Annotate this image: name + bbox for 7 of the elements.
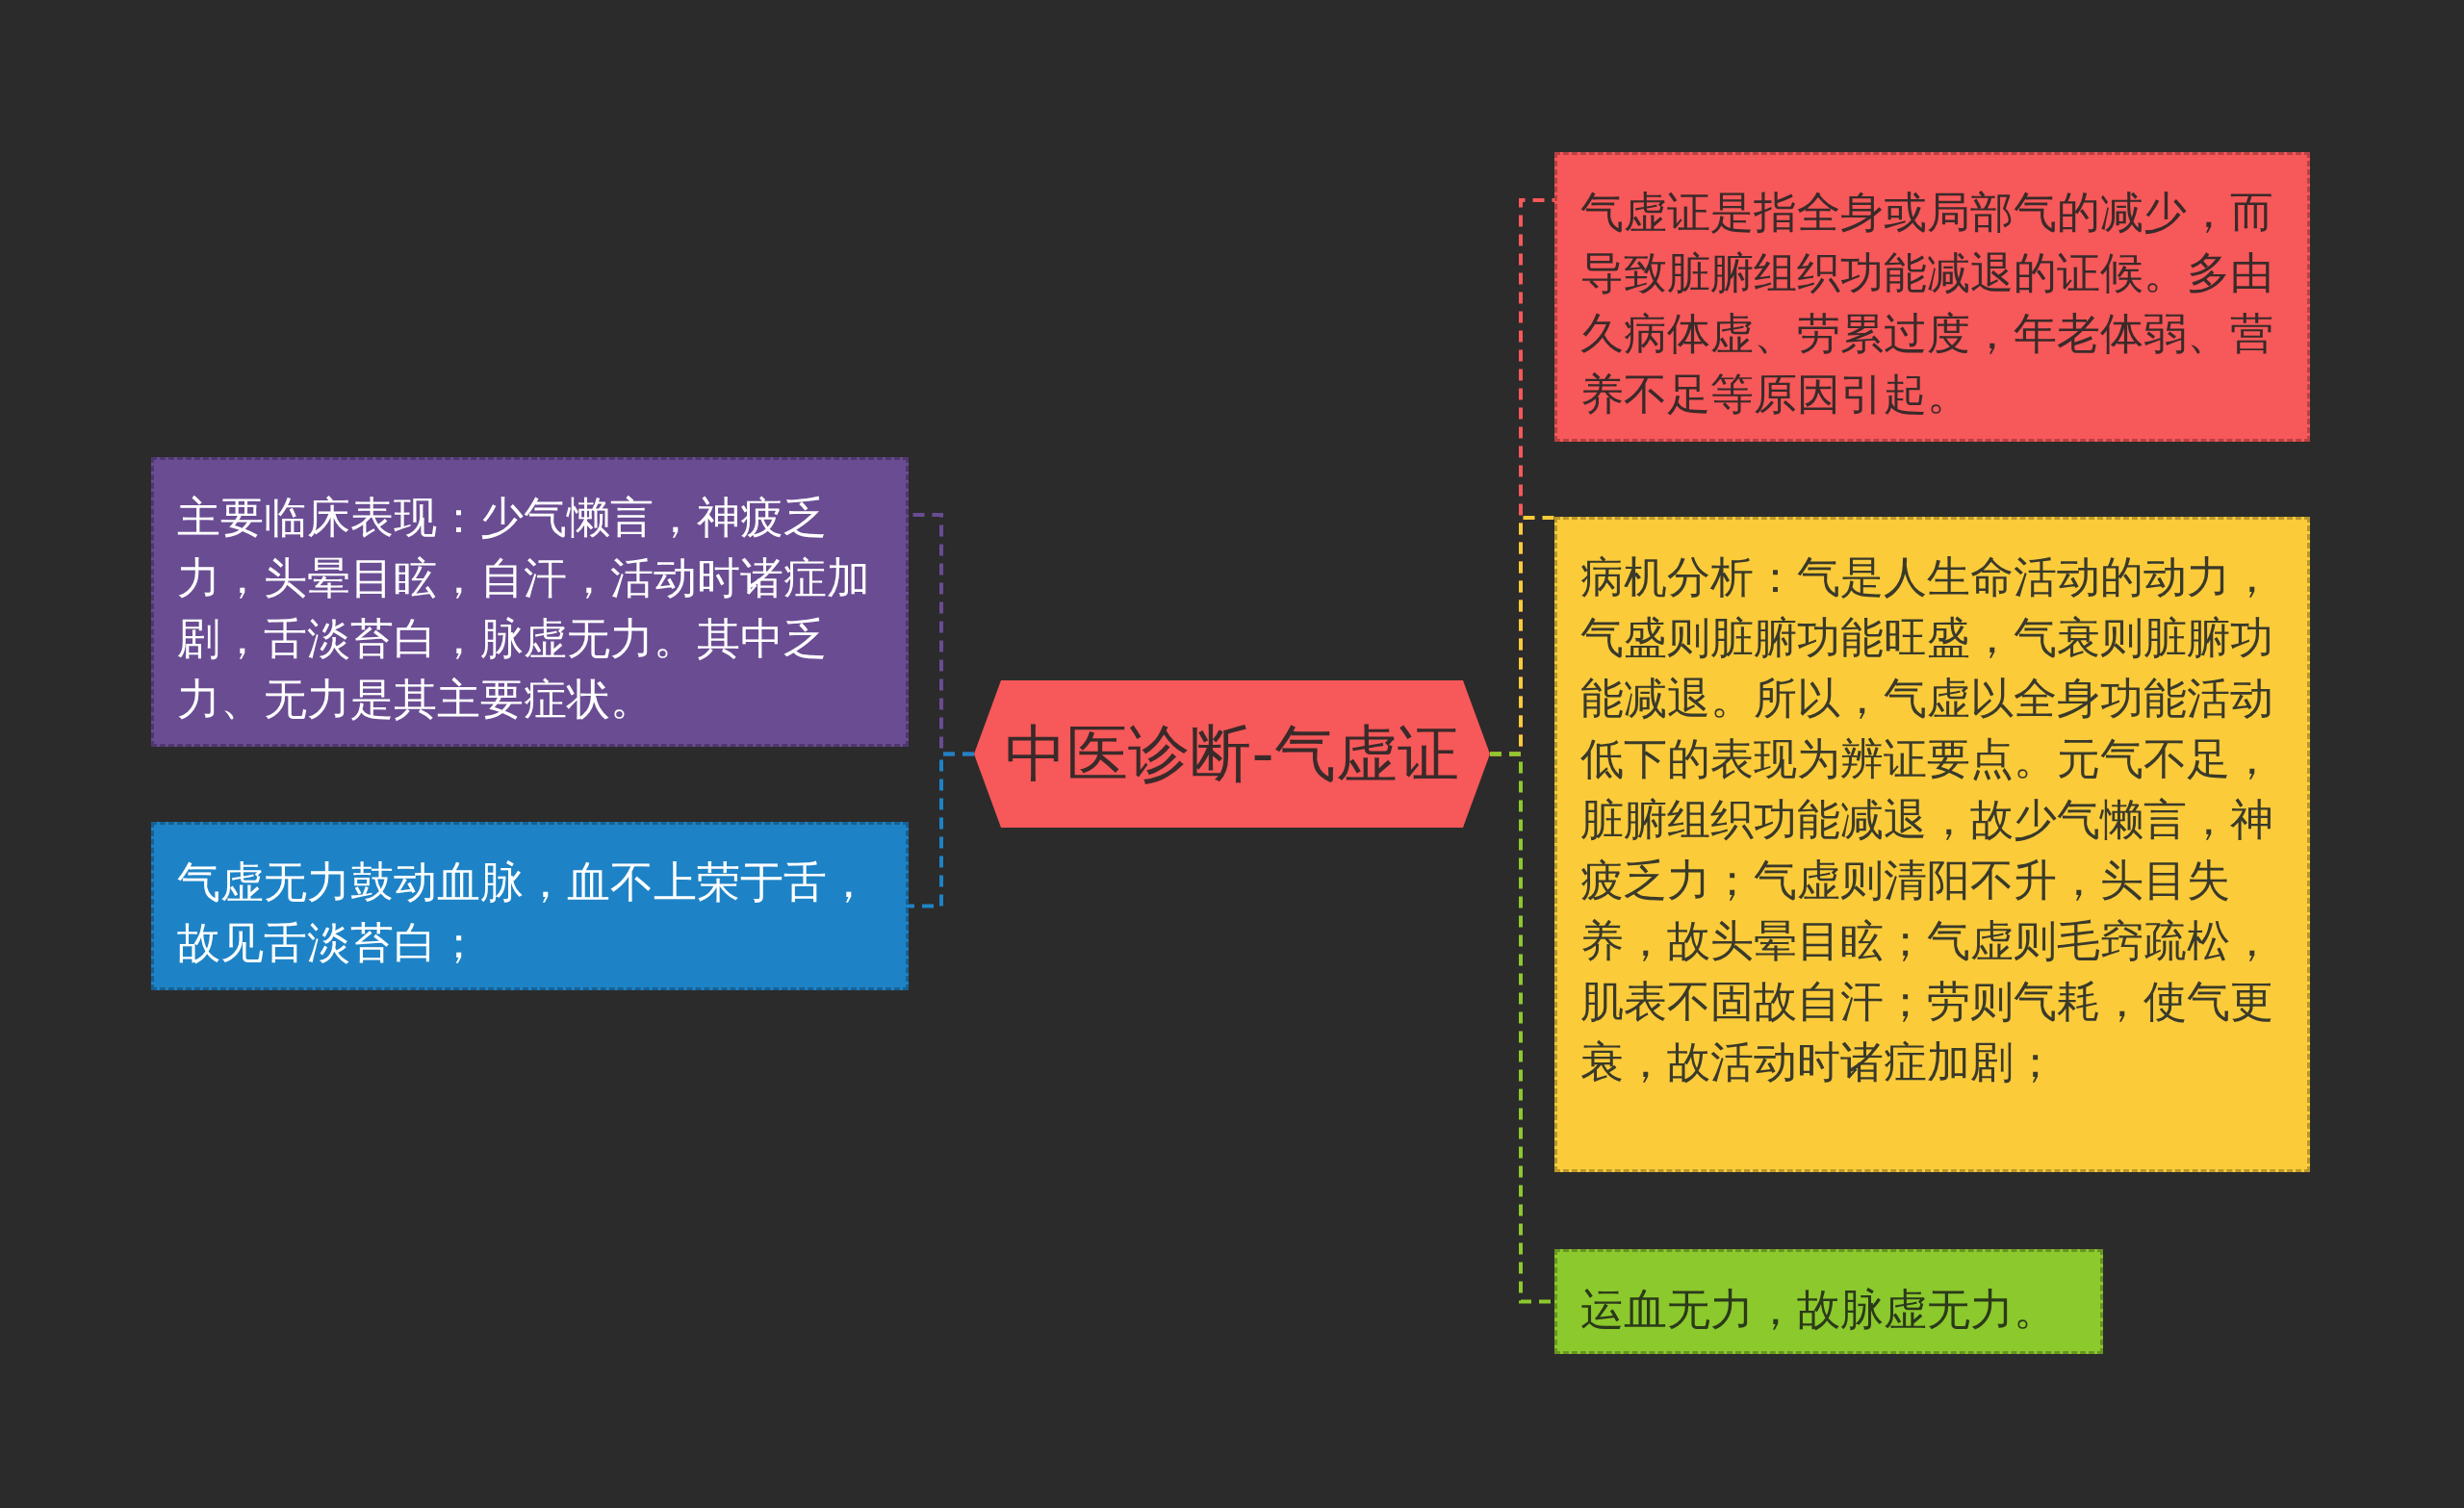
topic-hexagon: 中医诊断-气虚证 [974, 680, 1490, 828]
topic-box: 主要临床表现：少气懒言，神疲乏力，头晕目眩，自汗，活动时诸症加剧，舌淡苔白，脉虚无力。其中乏力、无力是其主要症状。 [151, 457, 909, 747]
connector-line [909, 752, 974, 908]
topic-box: 病机分析：气是人生命活动的动力，气盛则脏腑功能旺盛，气衰则脏腑功能减退。所以，气虚以全身功能活动低下的表现为辨证要点。元气不足，脏腑组织功能减退，故少气懒言，神疲乏力；气虚则清阳不升，头目失养，故头晕目眩；气虚则毛窍疏松，肌表不固故自汗；劳则气耗，使气更衰，故活动时诸症加剧； [1554, 517, 2310, 1172]
topic-box: 气虚证是指全身或局部气的减少，而导致脏腑组织功能减退的证候。多由久病体虚、劳累过度，年老体弱、营养不足等原因引起。 [1554, 152, 2310, 442]
topic-box: 气虚无力鼓动血脉，血不上荣于舌，故见舌淡苔白； [151, 822, 909, 990]
topic-box: 运血无力，故脉虚无力。 [1554, 1249, 2103, 1354]
